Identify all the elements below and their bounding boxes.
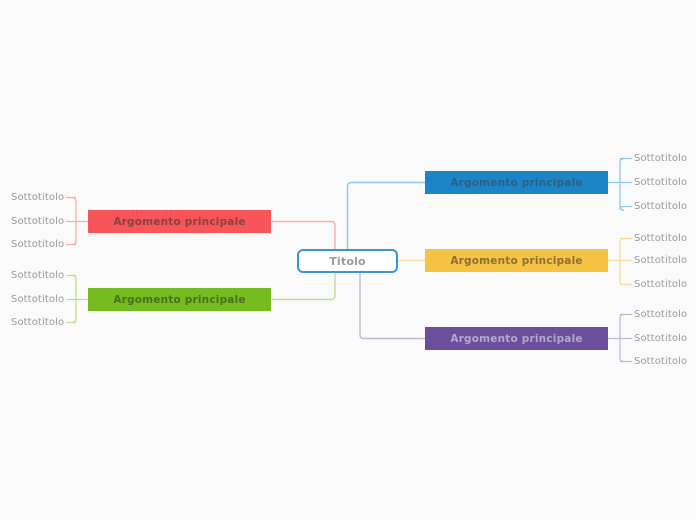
main-topic-purple-label: Argomento principale <box>450 332 583 345</box>
main-topic-blue[interactable]: Argomento principale <box>425 171 608 194</box>
main-topic-red[interactable]: Argomento principale <box>88 210 271 233</box>
subtitle-red-2[interactable]: Sottotitolo <box>11 216 65 227</box>
subtitle-red-3[interactable]: Sottotitolo <box>11 239 65 250</box>
connector-root-to-blue <box>346 181 425 249</box>
subtitle-red-1[interactable]: Sottotitolo <box>11 192 65 203</box>
subtitle-green-2[interactable]: Sottotitolo <box>11 294 65 305</box>
main-topic-yellow-label: Argomento principale <box>450 254 583 267</box>
main-topic-green[interactable]: Argomento principale <box>88 288 271 311</box>
connector-root-to-red <box>272 220 336 249</box>
connector-green-bracket-curve <box>71 274 77 324</box>
main-topic-red-label: Argomento principale <box>113 215 246 228</box>
root-node-titolo[interactable]: Titolo <box>297 249 398 273</box>
connector-red-subtitles <box>66 196 88 246</box>
connector-yellow-bracket-curve <box>619 237 625 286</box>
subtitle-purple-1[interactable]: Sottotitolo <box>634 309 688 320</box>
connector-blue-bracket-curve <box>619 157 625 212</box>
connector-root-to-purple <box>359 272 425 340</box>
subtitle-blue-3[interactable]: Sottotitolo <box>634 201 688 212</box>
connector-purple-subtitles <box>608 313 632 363</box>
connector-yellow-subtitles <box>608 237 632 286</box>
subtitle-blue-1[interactable]: Sottotitolo <box>634 153 688 164</box>
main-topic-purple[interactable]: Argomento principale <box>425 327 608 350</box>
subtitle-yellow-2[interactable]: Sottotitolo <box>634 255 688 266</box>
main-topic-green-label: Argomento principale <box>113 293 246 306</box>
connector-purple-bracket-curve <box>619 313 625 363</box>
main-topic-yellow[interactable]: Argomento principale <box>425 249 608 272</box>
subtitle-blue-2[interactable]: Sottotitolo <box>634 177 688 188</box>
subtitle-yellow-1[interactable]: Sottotitolo <box>634 233 688 244</box>
connector-blue-subtitles <box>608 157 632 210</box>
subtitle-green-3[interactable]: Sottotitolo <box>11 317 65 328</box>
connector-red-bracket-curve <box>71 196 77 246</box>
subtitle-purple-2[interactable]: Sottotitolo <box>634 333 688 344</box>
connector-green-subtitles <box>66 274 88 324</box>
subtitle-yellow-3[interactable]: Sottotitolo <box>634 279 688 290</box>
root-node-label: Titolo <box>329 254 366 268</box>
main-topic-blue-label: Argomento principale <box>450 176 583 189</box>
connector-root-to-green <box>272 272 336 301</box>
subtitle-green-1[interactable]: Sottotitolo <box>11 270 65 281</box>
subtitle-purple-3[interactable]: Sottotitolo <box>634 356 688 367</box>
